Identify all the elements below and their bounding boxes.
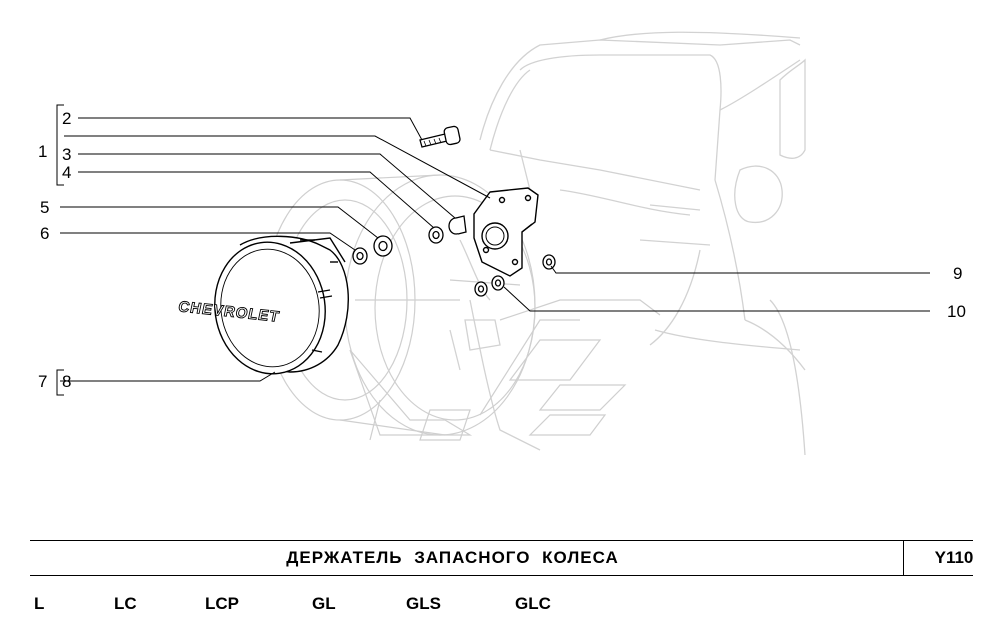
callout-4: 4 xyxy=(62,163,72,182)
nut-9 xyxy=(542,254,556,270)
callout-group-brackets xyxy=(56,104,64,396)
trim-level-glc: GLC xyxy=(515,594,551,613)
spacer xyxy=(448,215,467,235)
nut-10b xyxy=(474,281,488,297)
trim-level-gl: GL xyxy=(312,594,336,613)
callout-7: 7 xyxy=(38,372,48,391)
callout-1: 1 xyxy=(38,142,48,161)
callout-9: 9 xyxy=(953,264,963,283)
wheel-cover xyxy=(214,235,349,375)
nut-6 xyxy=(352,247,368,265)
trim-level-l: L xyxy=(34,594,45,613)
tread-ghost xyxy=(349,279,661,441)
callout-5: 5 xyxy=(40,198,50,217)
nut-4 xyxy=(428,226,444,244)
callout-8: 8 xyxy=(62,372,72,391)
bolt xyxy=(419,125,461,148)
callout-10: 10 xyxy=(947,302,966,321)
trim-level-lcp: LCP xyxy=(205,594,239,613)
carrier-bracket xyxy=(473,187,539,277)
title-bar: ДЕРЖАТЕЛЬ ЗАПАСНОГО КОЛЕСА Y110 xyxy=(30,540,973,576)
trim-level-gls: GLS xyxy=(406,594,441,613)
callout-2: 2 xyxy=(62,109,72,128)
callout-3: 3 xyxy=(62,145,72,164)
title-divider xyxy=(903,541,904,575)
diagram-code: Y110 xyxy=(934,548,974,567)
washer-5 xyxy=(373,235,393,257)
trim-level-lc: LC xyxy=(114,594,137,613)
callout-6: 6 xyxy=(40,224,50,243)
leader-lines xyxy=(60,117,930,382)
diagram-title: ДЕРЖАТЕЛЬ ЗАПАСНОГО КОЛЕСА xyxy=(286,548,619,567)
trim-underline xyxy=(30,575,198,576)
nut-10a xyxy=(491,275,505,291)
